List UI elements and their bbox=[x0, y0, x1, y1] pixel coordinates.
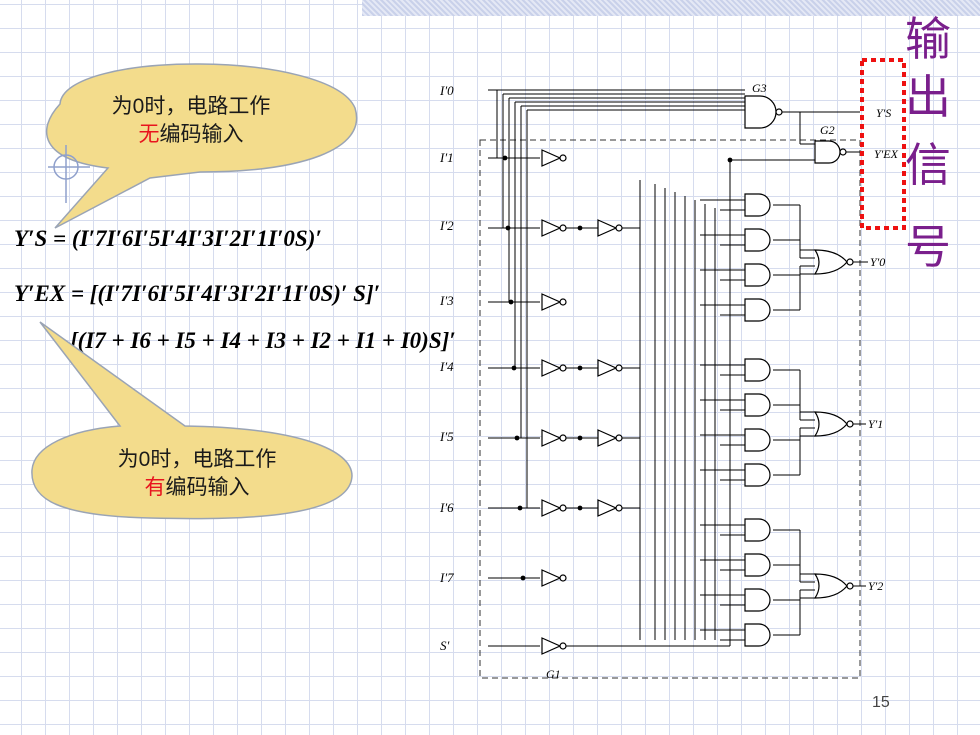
inverter-gate bbox=[597, 219, 618, 237]
inverter-bubble bbox=[615, 224, 623, 232]
callout-bubble-bottom bbox=[31, 321, 353, 520]
input-label-i4: I′4 bbox=[439, 359, 454, 374]
and-gate bbox=[744, 358, 771, 382]
side-title-char-3: 信 bbox=[905, 138, 951, 192]
and-gate bbox=[744, 263, 771, 287]
junction-dot bbox=[577, 505, 583, 511]
inverter-bubble bbox=[615, 504, 623, 512]
callout-bottom-highlight: 有 bbox=[144, 476, 166, 499]
callout-bottom-rest: 编码输入 bbox=[165, 476, 250, 499]
inverter-gate bbox=[541, 637, 562, 655]
junction-dot bbox=[577, 225, 583, 231]
and-gate bbox=[744, 463, 771, 487]
callout-top-line1: 为0时，电路工作 bbox=[111, 95, 271, 118]
and-gate bbox=[744, 298, 771, 322]
input-label-i6: I′6 bbox=[439, 500, 454, 515]
inverter-bubble bbox=[615, 434, 623, 442]
inverter-bubble bbox=[559, 364, 567, 372]
or-gate-bubble bbox=[846, 258, 854, 266]
header-strip bbox=[362, 0, 980, 16]
and-gate bbox=[744, 518, 771, 542]
or-gate bbox=[813, 249, 848, 275]
output-label-y2: Y′2 bbox=[868, 579, 883, 593]
and-gate bbox=[744, 228, 771, 252]
equation-ys: Y′S = (I′7I′6I′5I′4I′3I′2I′1I′0S)′ bbox=[14, 226, 322, 251]
input-label-i1: I′1 bbox=[439, 150, 454, 165]
side-title-char-2: 出 bbox=[905, 70, 951, 124]
equation-yex-expanded: [(I7 + I6 + I5 + I4 + I3 + I2 + I1 + I0)… bbox=[70, 328, 456, 353]
callout-top-rest: 编码输入 bbox=[159, 123, 244, 146]
junction-dot bbox=[511, 365, 517, 371]
callout-bottom-line2: 有编码输入 bbox=[72, 474, 322, 502]
side-title-char-4: 号 bbox=[905, 220, 951, 274]
output-label-y0: Y′0 bbox=[870, 255, 885, 269]
inverter-gate bbox=[597, 359, 618, 377]
and-gate bbox=[814, 140, 841, 164]
inverter-gate bbox=[541, 219, 562, 237]
callout-top-text: 为0时，电路工作 无编码输入 bbox=[66, 93, 316, 149]
inverter-gate bbox=[541, 359, 562, 377]
callout-top-line2: 无编码输入 bbox=[66, 121, 316, 149]
and-gate bbox=[744, 428, 771, 452]
callout-top-highlight: 无 bbox=[138, 123, 160, 146]
or-gate bbox=[813, 573, 848, 599]
crosshair-mark bbox=[48, 145, 90, 203]
callout-bottom-line1: 为0时，电路工作 bbox=[117, 448, 277, 471]
inverter-gate bbox=[597, 429, 618, 447]
and-gate-bubble bbox=[839, 148, 847, 156]
page-number: 15 bbox=[872, 694, 890, 711]
inverter-bubble bbox=[559, 298, 567, 306]
or-gate-bubble bbox=[846, 420, 854, 428]
gate-label-g1: G1 bbox=[546, 667, 561, 681]
and-gate bbox=[744, 553, 771, 577]
output-label-ys: Y′S bbox=[876, 106, 891, 120]
side-title-char-1: 输 bbox=[905, 12, 951, 66]
junction-dot bbox=[577, 365, 583, 371]
equation-yex: Y′EX = [(I′7I′6I′5I′4I′3I′2I′1I′0S)′ S]′ bbox=[14, 281, 381, 306]
inverter-bubble bbox=[559, 434, 567, 442]
output-label-yex: Y′EX bbox=[874, 147, 899, 161]
input-label-s: S′ bbox=[440, 638, 450, 653]
inverter-gate bbox=[597, 499, 618, 517]
inverter-gate bbox=[541, 569, 562, 587]
inverter-gate bbox=[541, 149, 562, 167]
junction-dot bbox=[517, 505, 523, 511]
gate-g3-bubble bbox=[775, 108, 783, 116]
or-gate bbox=[813, 411, 848, 437]
junction-dot bbox=[505, 225, 511, 231]
junction-dot bbox=[514, 435, 520, 441]
callout-bottom-text: 为0时，电路工作 有编码输入 bbox=[72, 446, 322, 502]
inverter-gate bbox=[541, 429, 562, 447]
gate-label-g3: G3 bbox=[752, 81, 767, 95]
junction-dot bbox=[502, 155, 508, 161]
output-label-y1: Y′1 bbox=[868, 417, 883, 431]
inverter-bubble bbox=[559, 224, 567, 232]
junction-dot bbox=[577, 435, 583, 441]
input-label-i7: I′7 bbox=[439, 570, 454, 585]
output-highlight-box bbox=[860, 58, 906, 230]
input-label-i0: I′0 bbox=[439, 83, 454, 98]
and-gate bbox=[744, 193, 771, 217]
and-gate bbox=[744, 588, 771, 612]
inverter-bubble bbox=[559, 574, 567, 582]
gate-label-g2: G2 bbox=[820, 123, 835, 137]
input-label-i3: I′3 bbox=[439, 293, 454, 308]
and-gate bbox=[744, 623, 771, 647]
input-label-i5: I′5 bbox=[439, 429, 454, 444]
inverter-bubble bbox=[559, 154, 567, 162]
and-gate bbox=[744, 393, 771, 417]
inverter-bubble bbox=[559, 642, 567, 650]
inverter-gate bbox=[541, 293, 562, 311]
input-label-i2: I′2 bbox=[439, 218, 454, 233]
junction-dot bbox=[520, 575, 526, 581]
inverter-bubble bbox=[559, 504, 567, 512]
inverter-bubble bbox=[615, 364, 623, 372]
gate-g3 bbox=[744, 95, 777, 129]
or-gate-bubble bbox=[846, 582, 854, 590]
inverter-gate bbox=[541, 499, 562, 517]
junction-dot bbox=[508, 299, 514, 305]
